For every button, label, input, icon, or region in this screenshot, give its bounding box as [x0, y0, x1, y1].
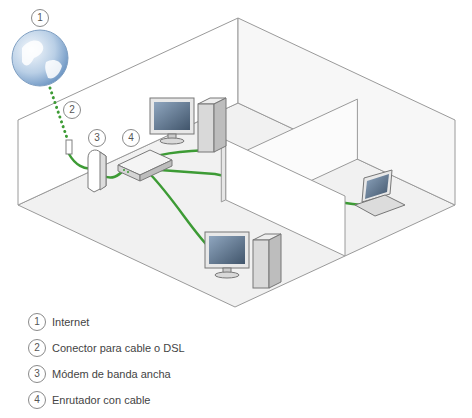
callout-number: 1: [31, 9, 49, 27]
legend-text: Internet: [52, 315, 89, 329]
desktop-computer: [160, 138, 184, 144]
desktop-computer: [150, 98, 226, 152]
laptop-computer: [355, 170, 405, 216]
desktop-computer: [198, 104, 214, 152]
wired-router: [118, 165, 140, 181]
internet-globe: [45, 60, 62, 78]
legend-text: Conector para cable o DSL: [52, 341, 185, 355]
partition-walls: [221, 140, 225, 202]
callout-number: 2: [63, 101, 81, 119]
wall-connector: [66, 140, 72, 154]
callout-number: 4: [122, 129, 140, 147]
broadband-modem: [88, 150, 106, 192]
desktop-computer: [205, 232, 249, 268]
internet-globe: [22, 41, 43, 66]
desktop-computer: [209, 236, 245, 264]
house-walls: [18, 18, 455, 307]
callout-number: 2: [28, 339, 46, 357]
callout-number: 3: [88, 129, 106, 147]
legend-text: Enrutador con cable: [52, 393, 150, 407]
broadband-modem: [100, 152, 106, 190]
desktop-computer: [215, 272, 239, 278]
desktop-computer: [150, 98, 194, 134]
wired-router: [123, 169, 125, 171]
desktop-computer: [205, 232, 281, 288]
internet-globe: [12, 30, 68, 86]
desktop-computer: [214, 98, 226, 152]
wired-router: [140, 160, 172, 181]
internet-globe: [12, 30, 68, 86]
desktop-computer: [269, 234, 281, 288]
wired-router: [127, 171, 129, 173]
desktop-computer: [154, 102, 190, 130]
callout-number: 3: [28, 365, 46, 383]
callout-number: 4: [28, 391, 46, 409]
callout-number: 1: [28, 313, 46, 331]
legend-text: Módem de banda ancha: [52, 367, 171, 381]
wall-connector: [66, 140, 72, 154]
laptop-computer: [355, 195, 405, 216]
wired-router: [118, 150, 172, 181]
desktop-computer: [253, 240, 269, 288]
broadband-modem: [88, 150, 106, 192]
